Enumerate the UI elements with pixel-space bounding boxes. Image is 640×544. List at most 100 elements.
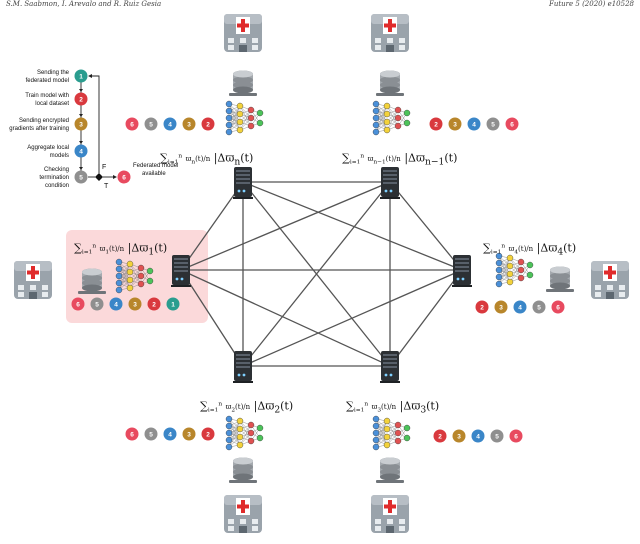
step-circle-3: 3 (494, 300, 508, 314)
server-icon (380, 167, 400, 199)
database-icon (376, 70, 404, 96)
step-circle-2: 2 (429, 117, 443, 131)
legend-step-2-label: 2 (79, 96, 83, 103)
node-top-right: 2 3 4 5 6 (371, 14, 519, 199)
step-circle-5: 5 (90, 297, 104, 311)
step-circle-2: 2 (433, 429, 447, 443)
mesh-link (180, 181, 244, 271)
server-icon (380, 351, 400, 383)
step-circle-3: 3 (128, 297, 142, 311)
legend-step-4-label: 4 (79, 148, 83, 155)
step-circle-3-label: 3 (457, 433, 461, 440)
hospital-icon (371, 14, 409, 52)
step-circle-6-label: 6 (130, 431, 134, 438)
step-circle-5: 5 (532, 300, 546, 314)
step-circle-6: 6 (505, 117, 519, 131)
step-circle-2-label: 2 (206, 431, 210, 438)
step-circle-3-label: 3 (187, 121, 191, 128)
step-circle-4-label: 4 (168, 431, 172, 438)
step-circle-3: 3 (448, 117, 462, 131)
step-circle-5-label: 5 (495, 433, 499, 440)
step-circle-2: 2 (201, 117, 215, 131)
step-circle-4: 4 (163, 427, 177, 441)
neural-network-icon (225, 100, 264, 136)
server-icon (452, 255, 472, 287)
node-clusters: 6 5 4 3 2 2 3 4 5 6 6 5 4 3 2 1 2 3 4 5 6 6 5 4 3 2 2 3 4 5 6 (14, 14, 629, 533)
step-circle-5: 5 (144, 117, 158, 131)
neural-network-icon (372, 100, 411, 136)
hospital-icon (371, 495, 409, 533)
step-circle-5: 5 (490, 429, 504, 443)
step-circle-4-label: 4 (168, 121, 172, 128)
step-circle-4-label: 4 (472, 121, 476, 128)
step-circle-2-label: 2 (206, 121, 210, 128)
step-circle-6-label: 6 (130, 121, 134, 128)
step-circle-6: 6 (125, 427, 139, 441)
node-top-left: 6 5 4 3 2 (125, 14, 264, 199)
node-left: 6 5 4 3 2 1 (14, 255, 191, 311)
hospital-icon (224, 495, 262, 533)
legend-step-3-label: 3 (79, 121, 83, 128)
server-icon (233, 351, 253, 383)
step-circle-4-label: 4 (518, 304, 522, 311)
step-circle-6-label: 6 (514, 433, 518, 440)
step-circle-2-label: 2 (434, 121, 438, 128)
step-circle-4: 4 (109, 297, 123, 311)
step-circle-3-label: 3 (133, 301, 137, 308)
legend-step-5: 5 (74, 170, 88, 184)
step-circle-2: 2 (201, 427, 215, 441)
step-circle-1-label: 1 (171, 301, 175, 308)
aggregation-formula: ∑i=1n ϖ2(t)/n |Δϖ2(t) (200, 399, 294, 416)
hospital-icon (591, 261, 629, 299)
mesh-link (180, 181, 391, 271)
step-circle-1: 1 (166, 297, 180, 311)
step-circle-5: 5 (486, 117, 500, 131)
database-icon (78, 268, 106, 294)
server-icon (171, 255, 191, 287)
step-circle-6: 6 (125, 117, 139, 131)
decision-true-label: T (104, 183, 109, 190)
aggregation-formula: ∑i=1n ϖ3(t)/n |Δϖ3(t) (346, 399, 440, 416)
node-right: 2 3 4 5 6 (452, 252, 629, 314)
server-mesh (180, 181, 463, 367)
mesh-link (242, 269, 463, 367)
step-circle-3: 3 (182, 117, 196, 131)
step-circle-2: 2 (475, 300, 489, 314)
step-circle-4: 4 (513, 300, 527, 314)
step-circle-4-label: 4 (114, 301, 118, 308)
legend-step-1-label: 1 (79, 73, 83, 80)
legend-step-4: 4 (74, 144, 88, 158)
step-circle-4: 4 (163, 117, 177, 131)
step-circle-2-label: 2 (480, 304, 484, 311)
mesh-link (389, 181, 463, 271)
step-circle-6-label: 6 (556, 304, 560, 311)
legend-step-5-label: 5 (79, 174, 83, 181)
step-circle-6-label: 6 (510, 121, 514, 128)
aggregation-formula: ∑i=1n ϖn(t)/n |Δϖn(t) (160, 151, 254, 168)
step-circle-6: 6 (71, 297, 85, 311)
step-circle-4: 4 (467, 117, 481, 131)
decision-diamond (95, 173, 103, 181)
step-circle-2-label: 2 (438, 433, 442, 440)
aggregation-formula: ∑i=1n ϖ4(t)/n |Δϖ4(t) (483, 241, 577, 258)
page-header-right: Future 5 (2020) e10528 (549, 0, 634, 8)
step-circle-2-label: 2 (152, 301, 156, 308)
mesh-link (242, 181, 463, 271)
step-circle-6-label: 6 (76, 301, 80, 308)
legend-step-6-label: 6 (122, 174, 126, 181)
step-circle-5-label: 5 (491, 121, 495, 128)
step-circle-3: 3 (452, 429, 466, 443)
legend-step-6: 6 (117, 170, 131, 184)
database-icon (546, 266, 574, 292)
step-circle-3-label: 3 (499, 304, 503, 311)
step-circle-5-label: 5 (149, 121, 153, 128)
server-icon (233, 167, 253, 199)
step-circle-5-label: 5 (149, 431, 153, 438)
